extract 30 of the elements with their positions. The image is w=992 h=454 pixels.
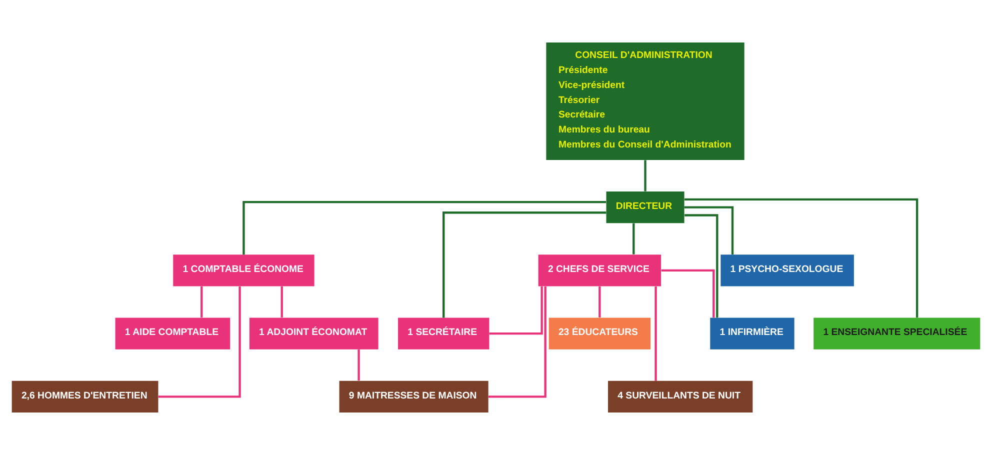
node-box: 2,6 HOMMES D'ENTRETIEN (12, 380, 158, 412)
node-box: 2 CHEFS DE SERVICE (538, 254, 662, 286)
connector (684, 206, 734, 254)
connector (158, 286, 241, 398)
node-box: 1 ENSEIGNANTE SPECIALISÉE (814, 317, 980, 349)
connector (358, 349, 360, 380)
connector (654, 286, 657, 380)
connector (598, 286, 601, 317)
node-box: 1 PSYCHO-SEXOLOGUE (720, 254, 854, 286)
node-box: 4 SURVEILLANTS DE NUIT (608, 380, 753, 412)
connector (488, 286, 546, 398)
node-box: 1 INFIRMIÈRE (710, 317, 794, 349)
connector (200, 286, 203, 317)
node-box: DIRECTEUR (606, 191, 684, 223)
node-box: 9 MAITRESSES DE MAISON (339, 380, 488, 412)
node-box: 1 SECRÉTAIRE (398, 317, 490, 349)
connector (661, 268, 715, 318)
connector (280, 286, 283, 317)
connector (632, 222, 635, 254)
connector (684, 198, 918, 318)
connector (644, 160, 646, 191)
node-box: 1 COMPTABLE ÉCONOME (173, 254, 314, 286)
connector (242, 200, 606, 254)
node-box: CONSEIL D'ADMINISTRATION Présidente Vice-président Trésorier Secrétaire Membres du bureau Membres du Conseil d'Administration (546, 42, 744, 160)
node-box: 1 ADJOINT ÉCONOMAT (249, 317, 378, 349)
connector (684, 214, 718, 318)
connector (442, 211, 606, 318)
node-box: 23 ÉDUCATEURS (548, 317, 651, 349)
connector (489, 286, 543, 334)
node-box: 1 AIDE COMPTABLE (115, 317, 230, 349)
